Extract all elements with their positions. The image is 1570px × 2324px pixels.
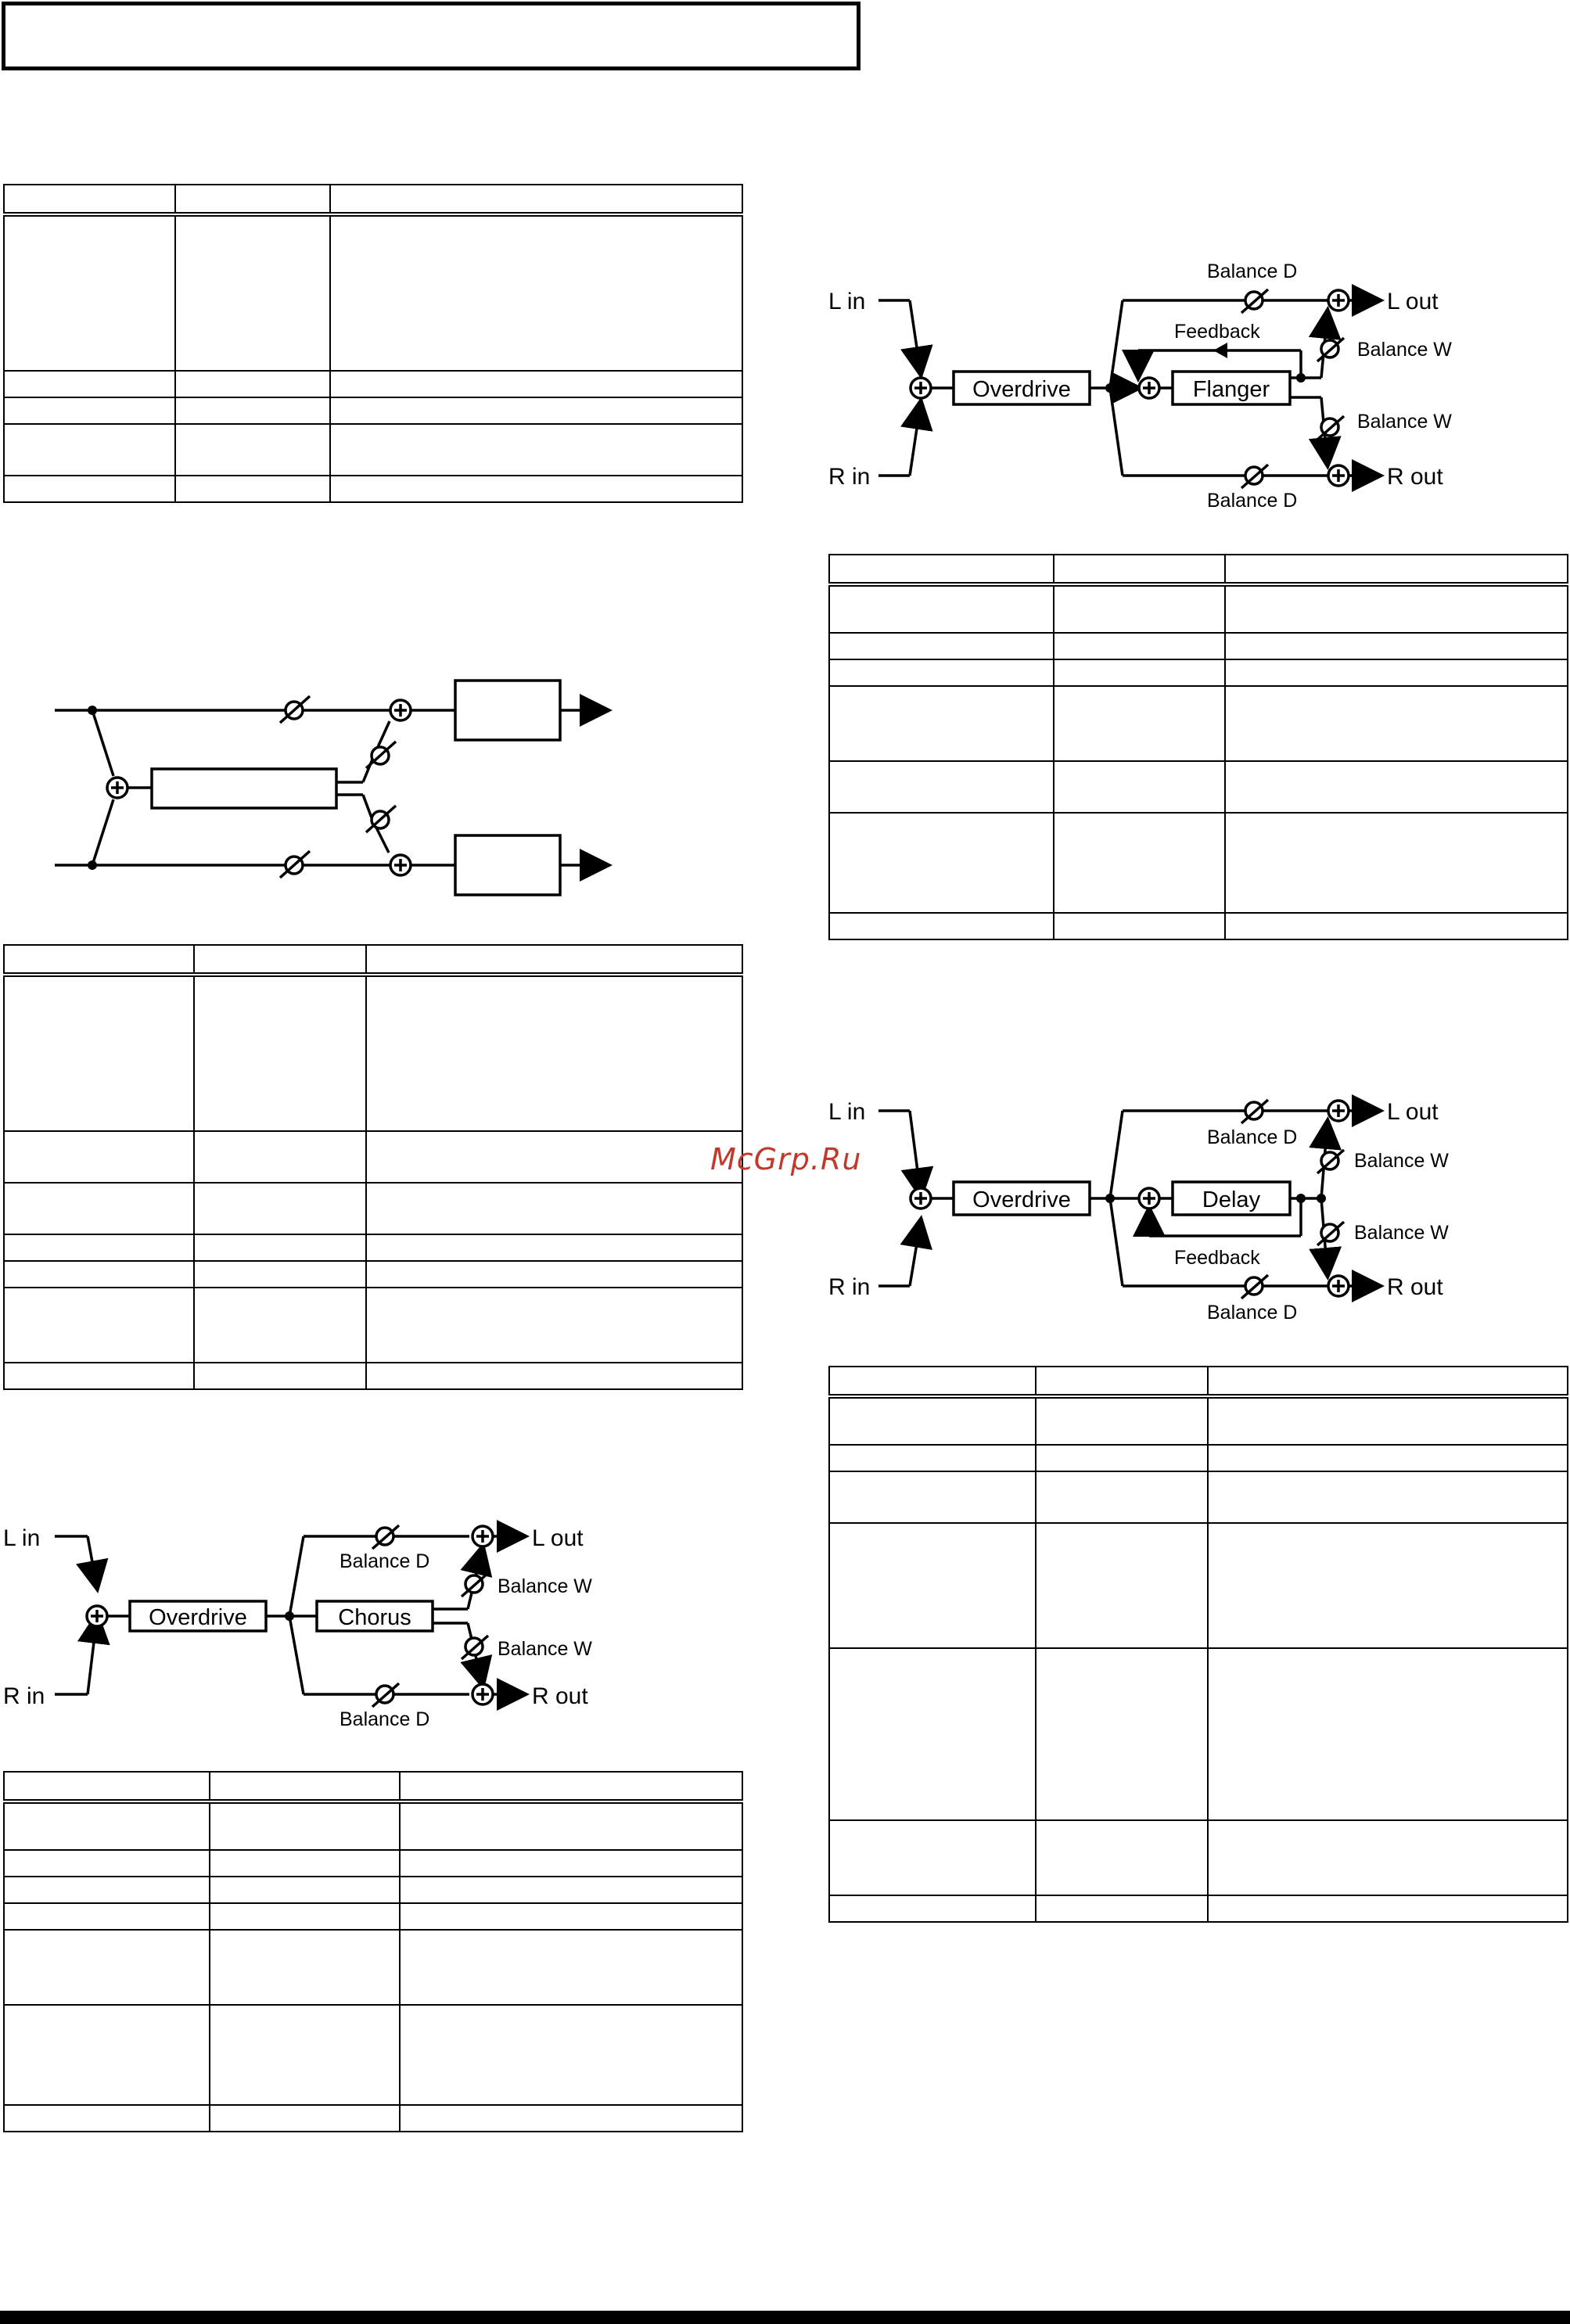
delay-block-label: Delay bbox=[1202, 1187, 1261, 1212]
l-in-label: L in bbox=[828, 1099, 865, 1125]
footer-bar bbox=[0, 2311, 1570, 2324]
balance-d-top-label: Balance D bbox=[340, 1550, 429, 1572]
overdrive-delay-diagram: L in R in Overdrive Delay Feedback L out… bbox=[828, 1094, 1449, 1324]
flanger-block-label: Flanger bbox=[1193, 377, 1270, 402]
feedback-label: Feedback bbox=[1174, 321, 1260, 343]
r-in-label: R in bbox=[3, 1683, 45, 1709]
balance-d-top-label: Balance D bbox=[1207, 260, 1297, 282]
balance-w-bottom-label: Balance W bbox=[1357, 411, 1452, 433]
balance-w-top-label: Balance W bbox=[498, 1575, 592, 1597]
l-in-label: L in bbox=[3, 1525, 40, 1551]
watermark-text: McGrp.Ru bbox=[710, 1142, 862, 1176]
chorus-block-label: Chorus bbox=[338, 1605, 411, 1630]
balance-d-top-label: Balance D bbox=[1207, 1126, 1297, 1148]
balance-d-bottom-label: Balance D bbox=[340, 1708, 429, 1730]
l-out-label: L out bbox=[1387, 289, 1439, 314]
overdrive-block-label: Overdrive bbox=[972, 377, 1071, 402]
overdrive-chorus-diagram: L in R in Overdrive Chorus L out R out B… bbox=[3, 1520, 592, 1730]
overdrive-block-label: Overdrive bbox=[149, 1605, 247, 1630]
overdrive-block-label: Overdrive bbox=[972, 1187, 1071, 1212]
l-out-label: L out bbox=[532, 1525, 584, 1551]
param-table-3 bbox=[3, 1771, 743, 2132]
r-out-label: R out bbox=[1387, 464, 1443, 490]
balance-w-top-label: Balance W bbox=[1357, 339, 1452, 361]
overdrive-flanger-diagram: L in R in Overdrive Flanger Feedback L o… bbox=[828, 260, 1452, 512]
page-header-box bbox=[2, 2, 860, 70]
param-table-2 bbox=[3, 944, 743, 1390]
r-in-label: R in bbox=[828, 1274, 870, 1300]
r-out-label: R out bbox=[1387, 1274, 1443, 1300]
l-out-label: L out bbox=[1387, 1099, 1439, 1125]
effect-block-diagram bbox=[55, 679, 613, 896]
balance-w-bottom-label: Balance W bbox=[1354, 1222, 1449, 1244]
balance-d-bottom-label: Balance D bbox=[1207, 1302, 1297, 1324]
param-table-5 bbox=[828, 1366, 1568, 1923]
feedback-label: Feedback bbox=[1174, 1247, 1260, 1269]
param-table-1 bbox=[3, 184, 743, 503]
r-in-label: R in bbox=[828, 464, 870, 490]
r-out-label: R out bbox=[532, 1683, 588, 1709]
balance-w-bottom-label: Balance W bbox=[498, 1638, 592, 1660]
l-in-label: L in bbox=[828, 289, 865, 314]
param-table-4 bbox=[828, 554, 1568, 940]
balance-d-bottom-label: Balance D bbox=[1207, 490, 1297, 512]
balance-w-top-label: Balance W bbox=[1354, 1150, 1449, 1172]
